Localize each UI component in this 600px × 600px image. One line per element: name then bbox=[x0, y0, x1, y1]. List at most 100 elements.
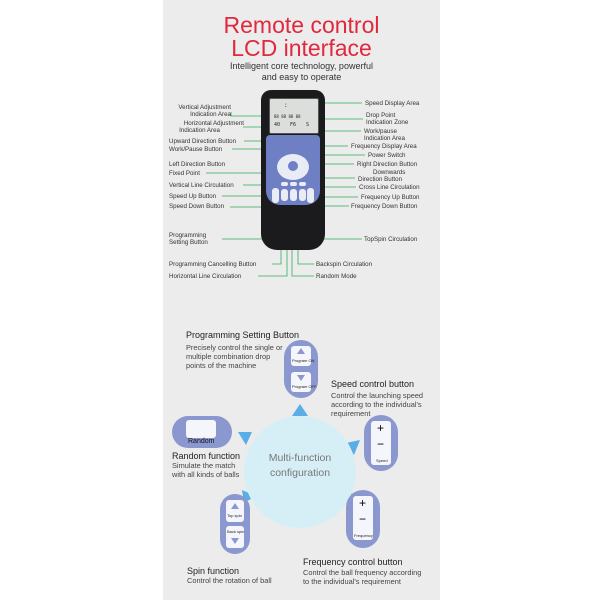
subtitle-line1: Intelligent core technology, powerful bbox=[230, 61, 373, 71]
label-horizontal-adjustment: Horizontal Adjustment bbox=[183, 120, 244, 127]
label-frequency-up-button: Frequency Up Button bbox=[361, 194, 420, 201]
cross-line-circulation-button[interactable] bbox=[299, 182, 306, 186]
minus-icon: − bbox=[377, 437, 385, 451]
label-frequency-down-button: Frequency Down Button bbox=[351, 203, 418, 210]
subtitle-line2: and easy to operate bbox=[261, 72, 342, 82]
fixed-point-button[interactable] bbox=[288, 161, 298, 171]
program-on-key: Program ON bbox=[291, 346, 315, 366]
lcd-top-indicator: : bbox=[284, 102, 288, 109]
label-fixed-point: Fixed Point bbox=[169, 170, 200, 177]
spin-desc-1: Control the rotation of ball bbox=[187, 576, 272, 585]
frequency-button-graphic: + − Frequency bbox=[346, 490, 380, 548]
lcd-status-value: S bbox=[306, 122, 310, 128]
programming-title: Programming Setting Button bbox=[186, 330, 300, 340]
arrow-up-icon bbox=[297, 348, 305, 354]
programming-desc-2: multiple combination drop bbox=[186, 352, 271, 361]
programming-button[interactable] bbox=[281, 189, 288, 201]
arrow-down-icon bbox=[297, 375, 305, 381]
back-spin-key: Back spin bbox=[226, 526, 244, 548]
frequency-up-down-button[interactable] bbox=[307, 188, 314, 203]
lcd-speed-value: 40 bbox=[274, 122, 281, 128]
top-spin-label: Top spin bbox=[227, 513, 242, 518]
horizontal-line-circulation-button[interactable] bbox=[290, 182, 297, 186]
label-downwards: Downwards bbox=[373, 169, 406, 176]
label-vertical-adjustment-2: Indication Area bbox=[190, 111, 231, 118]
spin-button[interactable] bbox=[299, 189, 306, 201]
label-work-pause-indication: Work/pause bbox=[364, 128, 397, 135]
plus-icon: + bbox=[359, 496, 367, 510]
random-button-graphic: Random bbox=[172, 416, 232, 448]
label-random-mode: Random Mode bbox=[316, 273, 357, 280]
label-cross-line-circulation: Cross Line Circulation bbox=[359, 184, 420, 191]
label-direction-button: Direction Button bbox=[358, 176, 403, 183]
random-title: Random function bbox=[172, 451, 241, 461]
label-programming: Programming bbox=[169, 232, 207, 239]
speed-up-down-button[interactable] bbox=[272, 188, 279, 203]
programming-desc-1: Precisely control the single or bbox=[186, 343, 283, 352]
plus-icon: + bbox=[377, 421, 385, 435]
label-vertical-line-circulation: Vertical Line Circulation bbox=[169, 182, 234, 189]
minus-icon: − bbox=[359, 512, 367, 526]
hub-line2: configuration bbox=[269, 467, 331, 479]
label-speed-down-button: Speed Down Button bbox=[169, 203, 225, 210]
vertical-line-circulation-button[interactable] bbox=[281, 182, 288, 186]
back-spin-label: Back spin bbox=[227, 529, 245, 534]
arrow-left-icon bbox=[238, 432, 252, 445]
label-work-pause-indication-2: Indication Area bbox=[364, 135, 405, 142]
label-indication-zone: Indication Zone bbox=[366, 119, 409, 126]
label-work-pause-button: Work/Pause Button bbox=[169, 146, 223, 153]
label-left-direction-button: Left Direction Button bbox=[169, 161, 226, 168]
label-vertical-adjustment: Vertical Adjustment bbox=[178, 104, 231, 111]
programming-button-graphic: Program ON Program OFF bbox=[284, 340, 318, 398]
label-drop-point: Drop Point bbox=[366, 112, 396, 119]
label-frequency-display-area: Frequency Display Area bbox=[351, 143, 417, 150]
arrow-right-icon bbox=[346, 440, 360, 455]
program-on-label: Program ON bbox=[292, 358, 315, 363]
speed-desc-3: requirement bbox=[331, 409, 371, 418]
lcd-frequency-value: F6 bbox=[290, 122, 297, 128]
arrow-down-icon bbox=[231, 538, 239, 544]
top-spin-key: Top spin bbox=[226, 500, 244, 522]
page-title-line2: LCD interface bbox=[231, 35, 372, 61]
label-horizontal-line-circulation: Horizontal Line Circulation bbox=[169, 273, 242, 280]
label-topspin-circulation: TopSpin Circulation bbox=[364, 236, 418, 243]
spin-button-graphic: Top spin Back spin bbox=[220, 494, 250, 554]
label-speed-up-button: Speed Up Button bbox=[169, 193, 217, 200]
speed-button-graphic: + − Speed bbox=[364, 415, 398, 471]
label-upward-direction-button: Upward Direction Button bbox=[169, 138, 237, 145]
speed-key: + − Speed bbox=[371, 421, 391, 465]
multi-function-hub: Multi-function configuration bbox=[244, 416, 356, 528]
speed-desc-2: according to the individual's bbox=[331, 400, 422, 409]
arrow-up-icon bbox=[292, 404, 308, 416]
random-mode-button[interactable] bbox=[290, 189, 297, 201]
random-key bbox=[186, 420, 216, 438]
label-right-direction-button: Right Direction Button bbox=[357, 161, 418, 168]
frequency-key-label: Frequency bbox=[354, 533, 373, 538]
random-key-label: Random bbox=[188, 438, 215, 445]
label-horizontal-adjustment-2: Indication Area bbox=[179, 127, 220, 134]
speed-key-label: Speed bbox=[376, 458, 388, 463]
frequency-key: + − Frequency bbox=[353, 496, 373, 540]
label-power-switch: Power Switch bbox=[368, 152, 406, 159]
frequency-desc-1: Control the ball frequency according bbox=[303, 568, 422, 577]
spin-title: Spin function bbox=[187, 566, 240, 576]
arrow-up-icon bbox=[231, 503, 239, 509]
lcd-digit-row: 88 88 88 88 bbox=[274, 114, 301, 119]
label-setting-button: Setting Button bbox=[169, 239, 208, 246]
lcd-screen: : 88 88 88 88 40 F6 S bbox=[269, 98, 319, 134]
program-off-key: Program OFF bbox=[291, 372, 316, 392]
speed-desc-1: Control the launching speed bbox=[331, 391, 424, 400]
frequency-title: Frequency control button bbox=[303, 557, 403, 567]
label-speed-display-area: Speed Display Area bbox=[365, 100, 420, 107]
programming-desc-3: points of the machine bbox=[186, 361, 257, 370]
hub-line1: Multi-function bbox=[268, 452, 332, 464]
frequency-desc-2: to the individual's requirement bbox=[303, 577, 401, 586]
program-off-label: Program OFF bbox=[292, 384, 317, 389]
remote-control: : 88 88 88 88 40 F6 S bbox=[261, 90, 325, 250]
random-desc-1: Simulate the match bbox=[172, 461, 236, 470]
label-programming-cancelling-button: Programming Cancelling Button bbox=[169, 261, 257, 268]
label-backspin-circulation: Backspin Circulation bbox=[316, 261, 373, 268]
speed-title: Speed control button bbox=[331, 379, 415, 389]
random-desc-2: with all kinds of balls bbox=[172, 470, 240, 479]
